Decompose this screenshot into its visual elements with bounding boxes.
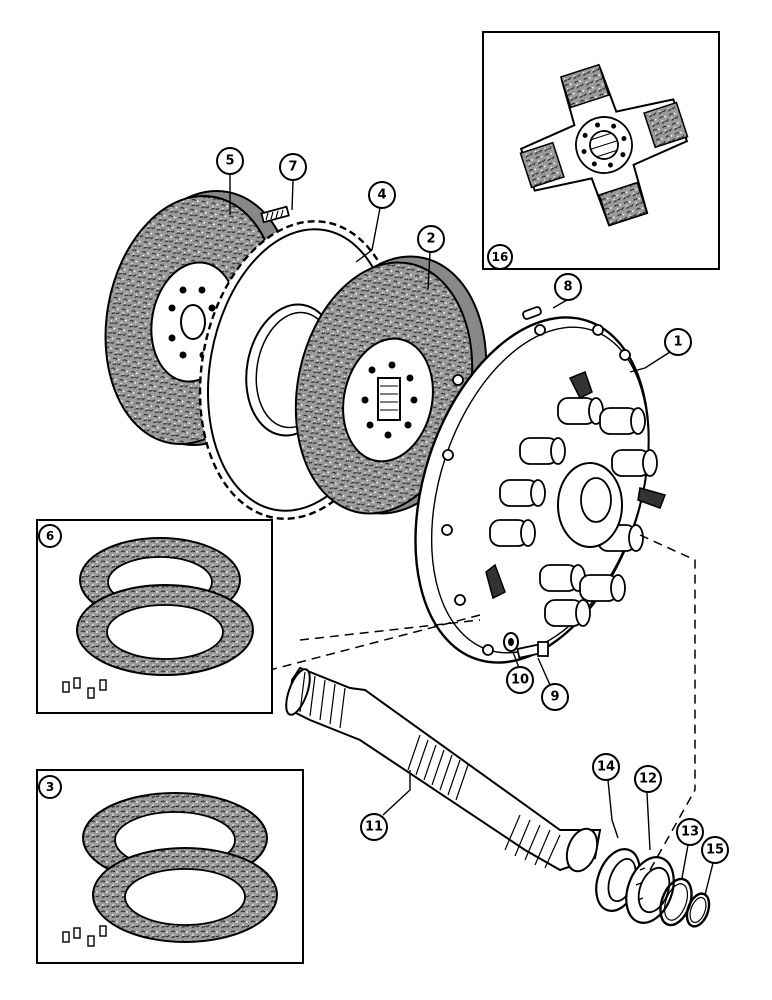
callout-4: 4 bbox=[368, 181, 396, 209]
inset-box-3: 3 bbox=[36, 769, 304, 964]
callout-9: 9 bbox=[541, 683, 569, 711]
ring-15 bbox=[685, 892, 711, 928]
callout-15: 15 bbox=[701, 836, 729, 864]
callout-3: 3 bbox=[38, 775, 62, 799]
callout-12-label: 12 bbox=[639, 772, 657, 787]
callout-4-label: 4 bbox=[377, 188, 386, 203]
callout-9-label: 9 bbox=[550, 690, 559, 705]
inset-box-6: 6 bbox=[36, 519, 273, 714]
callout-7: 7 bbox=[279, 153, 307, 181]
pressure-plate-1 bbox=[414, 316, 666, 664]
callout-16-label: 16 bbox=[492, 250, 509, 264]
bolt-9 bbox=[516, 641, 549, 659]
callout-12: 12 bbox=[634, 765, 662, 793]
input-shaft-11 bbox=[285, 666, 602, 873]
leader-lines bbox=[229, 175, 714, 896]
callout-13-label: 13 bbox=[681, 825, 699, 840]
callout-16: 16 bbox=[487, 244, 513, 270]
callout-7-label: 7 bbox=[288, 160, 297, 175]
callout-5-label: 5 bbox=[225, 154, 234, 169]
friction-disc-2 bbox=[294, 255, 488, 515]
callout-8: 8 bbox=[554, 273, 582, 301]
callout-2-label: 2 bbox=[426, 232, 435, 247]
callout-11-label: 11 bbox=[365, 820, 383, 835]
dowel-pin-8 bbox=[522, 306, 542, 320]
callout-3-label: 3 bbox=[46, 780, 54, 794]
callout-15-label: 15 bbox=[706, 843, 724, 858]
lining-ring-lower bbox=[76, 584, 254, 676]
callout-14-label: 14 bbox=[597, 760, 615, 775]
assembly-dashed-lines bbox=[269, 534, 696, 871]
callout-2: 2 bbox=[417, 225, 445, 253]
lining-ring-lower bbox=[92, 847, 278, 943]
callout-6: 6 bbox=[38, 524, 62, 548]
callout-5: 5 bbox=[216, 147, 244, 175]
spring-7 bbox=[260, 205, 290, 224]
rivets bbox=[62, 925, 107, 947]
cerametallic-disc bbox=[519, 63, 689, 227]
callout-10-label: 10 bbox=[511, 673, 529, 688]
rivets bbox=[62, 677, 107, 699]
callout-11: 11 bbox=[360, 813, 388, 841]
callout-13: 13 bbox=[676, 818, 704, 846]
pressure-springs bbox=[489, 397, 658, 627]
inset-box-16: 16 bbox=[482, 31, 720, 270]
callout-14: 14 bbox=[592, 753, 620, 781]
washer-10 bbox=[503, 632, 519, 652]
callout-8-label: 8 bbox=[563, 280, 572, 295]
callout-1: 1 bbox=[664, 328, 692, 356]
callout-1-label: 1 bbox=[673, 335, 682, 350]
callout-6-label: 6 bbox=[46, 529, 54, 543]
callout-10: 10 bbox=[506, 666, 534, 694]
